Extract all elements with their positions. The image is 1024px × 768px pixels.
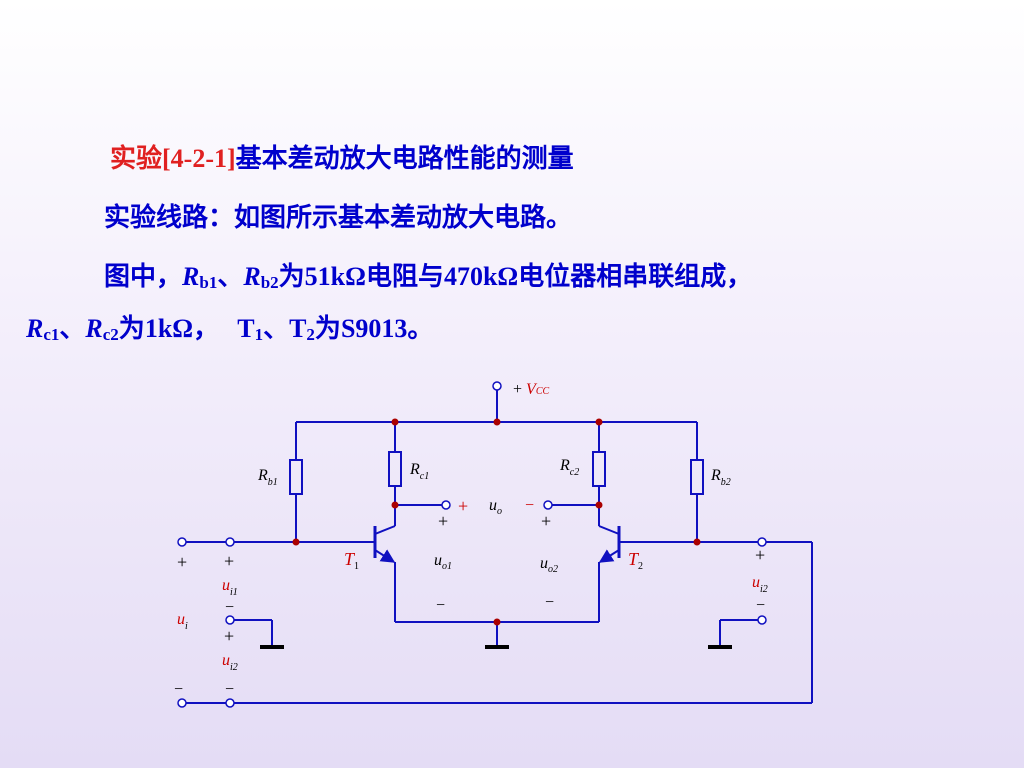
t1-emitter [374,549,396,563]
desc-t1: T [237,314,255,343]
rc2-label: Rc2 [559,457,579,478]
uo2-label: uo2 [540,555,558,575]
desc-text6: 为 [314,314,341,344]
ui2-left-label: ui2 [222,652,238,673]
intro-text: 实验线路：如图所示基本差动放大电路。 [104,203,573,233]
title-code: [4-2-1] [162,144,236,173]
title-text: 基本差动放大电路性能的测量 [235,144,574,174]
t2-collector [598,525,620,535]
description-line-1: 图中，Rb1、Rb2为51kΩ电阻与470kΩ电位器相串联组成， [104,260,752,294]
node-c1 [391,501,399,509]
title-prefix: 实验 [110,144,163,174]
ui1-minus-sign: − [225,599,234,616]
experiment-intro: 实验线路：如图所示基本差动放大电路。 [104,201,572,235]
ui2-left-plus-sign: + [224,626,234,646]
desc-val4: S9013 [340,314,408,343]
uo1-label: uo1 [434,552,452,572]
uo-plus-terminal [441,500,451,510]
ui-plus-terminal [177,537,187,547]
uo1-plus-sign: + [438,511,448,531]
desc-text5: ， [193,314,220,344]
node-rc2-top [595,418,603,426]
desc-rc2: R [85,314,103,343]
desc-rc2-sub: c2 [102,324,119,344]
desc-t2: T [289,314,307,343]
ui2-left-minus-sign: − [225,681,234,698]
ui-plus-sign: + [177,552,187,572]
ui1-plus-terminal [225,537,235,547]
desc-rb1-sub: b1 [199,272,218,292]
rb1-resistor [289,459,303,495]
ui1-minus-terminal [225,615,235,625]
ui1-plus-sign: + [224,551,234,571]
rb1-label: Rb1 [257,467,278,488]
desc-t2-sub: 2 [306,324,315,344]
node-vcc [493,418,501,426]
ui2-right-label: ui2 [752,574,768,595]
node-emitter [493,618,501,626]
uo-minus-sign: − [525,497,534,514]
node-rc1-top [391,418,399,426]
desc-rb2-sub: b2 [260,272,279,292]
rc2-resistor [592,451,606,487]
node-b1 [292,538,300,546]
node-b2 [693,538,701,546]
rb2-label: Rb2 [710,467,731,488]
node-c2 [595,501,603,509]
desc-rc1: R [26,314,44,343]
desc-text1: 为 [278,262,305,292]
desc-t1-sub: 1 [254,324,264,344]
desc-end: 。 [407,314,434,344]
desc-val3: 1kΩ [144,314,194,343]
t1-label: T1 [344,549,359,572]
ui2-right-plus-sign: + [755,545,765,565]
vcc-label: + VCC [513,381,549,398]
uo-label: uo [489,497,502,517]
experiment-title: 实验[4-2-1]基本差动放大电路性能的测量 [110,142,574,176]
t1-collector [374,525,396,535]
description-line-2: Rc1、Rc2为1kΩ， T1、T2为S9013。 [26,312,433,346]
rc1-resistor [388,451,402,487]
desc-sep2: 、 [59,314,86,344]
desc-rc1-sub: c1 [43,324,60,344]
ui2-right-plus-terminal [757,537,767,547]
desc-rb1: R [182,262,200,291]
t2-emitter [598,549,620,563]
ui1-label: ui1 [222,577,238,598]
uo-plus-sign: + [458,496,468,516]
vcc-terminal [492,381,502,391]
desc-sep1: 、 [217,262,244,292]
t2-label: T2 [628,549,643,572]
uo2-plus-sign: + [541,511,551,531]
ui-minus-terminal [177,698,187,708]
desc-text3: 电位器相串联组成， [518,262,753,292]
desc-text4: 为 [118,314,145,344]
rb2-resistor [690,459,704,495]
ui-minus-sign: − [174,681,183,698]
ui2-left-minus-terminal [225,698,235,708]
uo2-minus-sign: − [545,594,554,611]
uo1-minus-sign: − [436,597,445,614]
ui2-right-minus-sign: − [756,597,765,614]
desc-start: 图中， [104,262,183,292]
rc1-label: Rc1 [409,461,429,482]
ui2-right-minus-terminal [757,615,767,625]
ui-label: ui [177,611,188,632]
desc-text2: 电阻与 [365,262,444,292]
uo-minus-terminal [543,500,553,510]
desc-sep3: 、 [263,314,290,344]
desc-val1: 51kΩ [304,262,366,291]
desc-val2: 470kΩ [443,262,519,291]
desc-rb2: R [243,262,261,291]
